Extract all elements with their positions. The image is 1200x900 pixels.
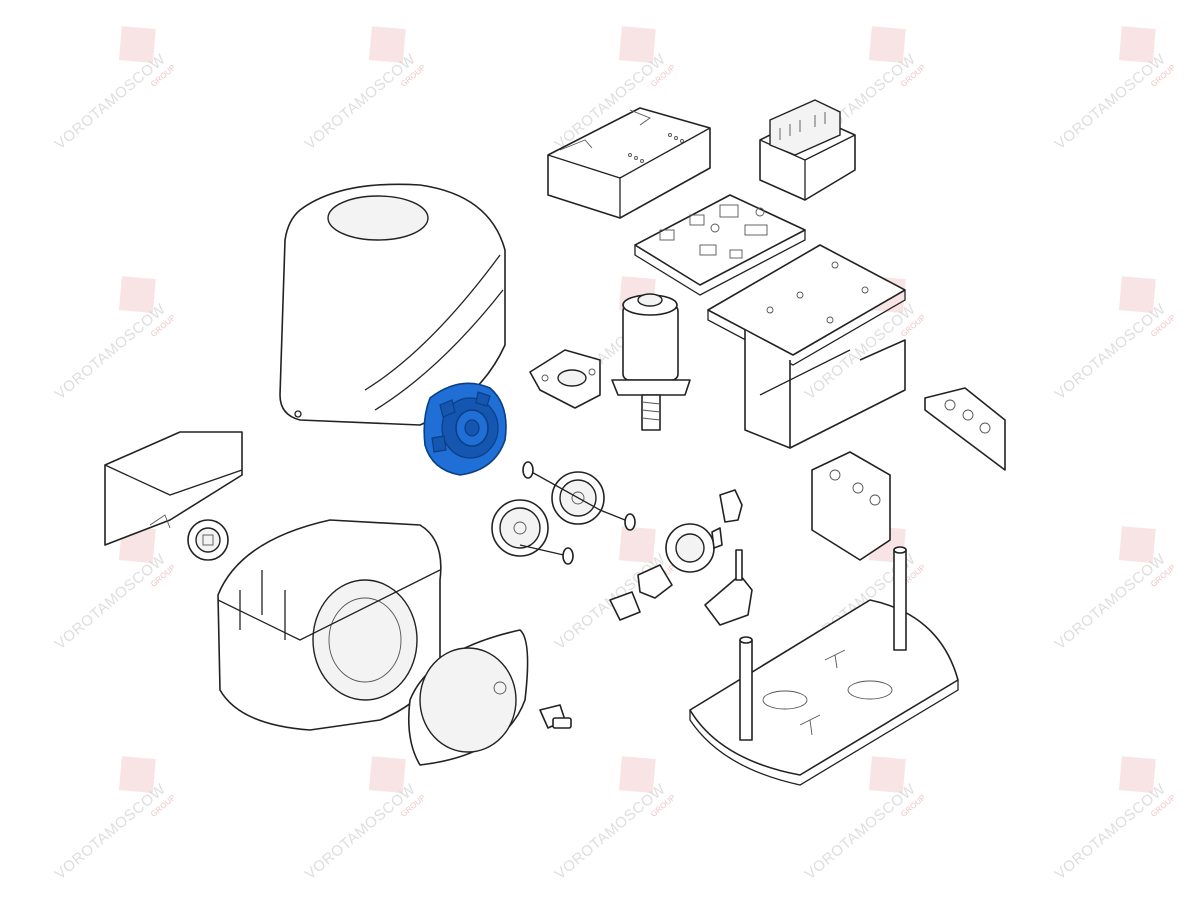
base-plate[interactable] — [689, 546, 959, 786]
watermark-logo-icon — [868, 26, 906, 64]
limit-switch-unit[interactable] — [665, 523, 723, 573]
watermark-logo-icon — [618, 756, 656, 794]
release-lock-key[interactable] — [539, 704, 572, 729]
watermark-logo-icon — [368, 756, 406, 794]
watermark-logo-icon — [868, 756, 906, 794]
watermark-logo-icon — [118, 26, 156, 64]
watermark-logo-icon — [618, 526, 656, 564]
watermark-brand: VOROTAMOSCOW — [302, 50, 420, 153]
watermark-brand: VOROTAMOSCOW — [302, 780, 420, 883]
limit-cam-small[interactable] — [719, 489, 743, 523]
mounting-frame[interactable] — [707, 244, 906, 449]
limit-switch-lever[interactable] — [704, 549, 753, 626]
post-bracket[interactable] — [811, 451, 891, 561]
watermark-brand: VOROTAMOSCOW — [52, 550, 170, 653]
electric-motor[interactable] — [611, 293, 691, 431]
pinion-bracket[interactable] — [104, 431, 243, 546]
watermark-logo-icon — [1118, 276, 1156, 314]
gearbox-housing[interactable] — [217, 519, 442, 731]
gear-shaft-assembly[interactable] — [491, 461, 636, 565]
inspection-cover[interactable] — [407, 629, 529, 766]
highlighted-release-hub[interactable] — [423, 382, 507, 476]
motor-flange[interactable] — [529, 349, 601, 409]
watermark-brand: VOROTAMOSCOW — [52, 780, 170, 883]
limit-switch-bracket[interactable] — [924, 387, 1006, 471]
watermark-logo-icon — [1118, 756, 1156, 794]
watermark-logo-icon — [618, 26, 656, 64]
watermark-logo-icon — [1118, 26, 1156, 64]
transformer[interactable] — [759, 99, 856, 201]
watermark-logo-icon — [118, 276, 156, 314]
watermark-logo-icon — [368, 26, 406, 64]
watermark-brand: VOROTAMOSCOW — [52, 300, 170, 403]
watermark-logo-icon — [118, 756, 156, 794]
control-board[interactable] — [634, 194, 806, 296]
watermark-brand: VOROTAMOSCOW — [1052, 300, 1170, 403]
watermark-brand: VOROTAMOSCOW — [1052, 780, 1170, 883]
watermark-brand: VOROTAMOSCOW — [52, 50, 170, 153]
motor-cover[interactable] — [279, 183, 506, 426]
pinion-gear[interactable] — [187, 519, 229, 561]
watermark-brand: VOROTAMOSCOW — [1052, 50, 1170, 153]
watermark-logo-icon — [1118, 526, 1156, 564]
control-box-cover[interactable] — [547, 107, 711, 219]
watermark-brand: VOROTAMOSCOW — [802, 780, 920, 883]
limit-cam-lower[interactable] — [609, 564, 673, 621]
watermark-brand: VOROTAMOSCOW — [1052, 550, 1170, 653]
watermark-brand: VOROTAMOSCOW — [552, 780, 670, 883]
